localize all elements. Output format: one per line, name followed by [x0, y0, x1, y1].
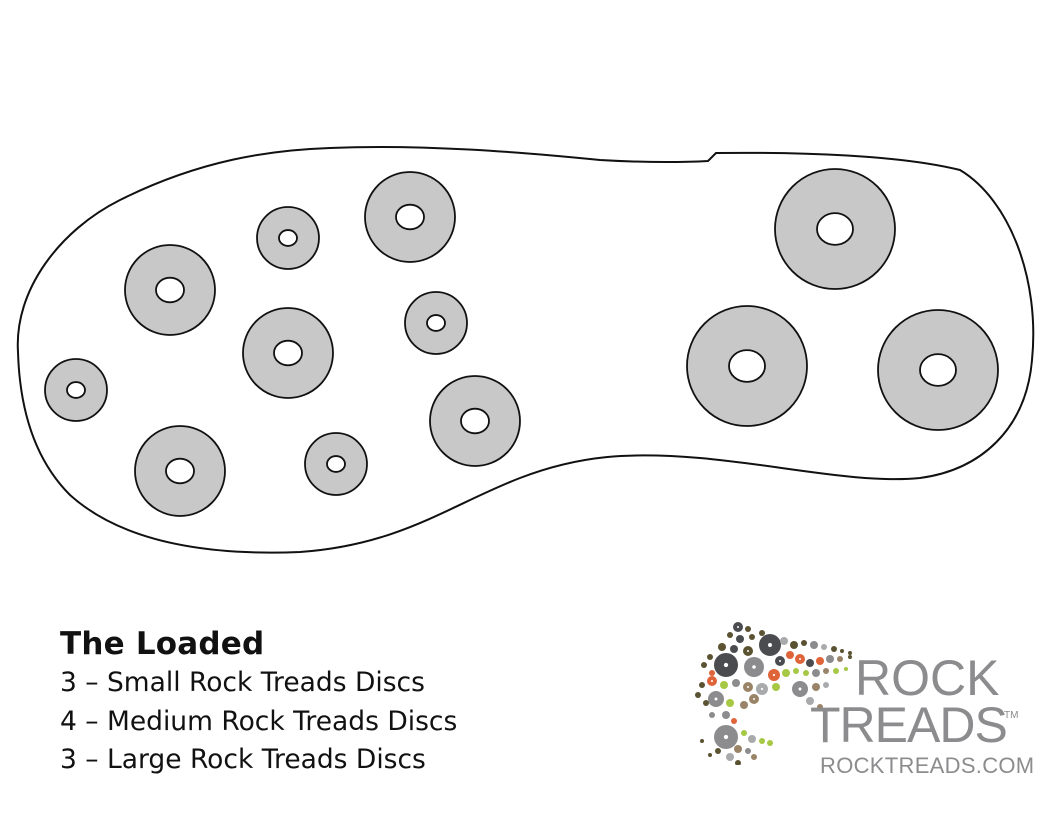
logo-dot [817, 704, 823, 710]
logo-dot [803, 670, 809, 676]
logo-dot [767, 740, 773, 746]
logo-dot [709, 670, 715, 676]
disc-medium [124, 244, 216, 336]
caption-title: The Loaded [60, 626, 265, 662]
logo-dot [837, 656, 843, 662]
logo-dot [790, 641, 798, 649]
caption-block: The Loaded 3 – Small Rock Treads Discs 4… [60, 624, 457, 780]
disc-medium [364, 171, 456, 263]
logo-dot [695, 692, 701, 698]
disc-large [774, 168, 896, 290]
logo-dot [726, 753, 734, 761]
logo-dot [734, 745, 742, 753]
logo-dot [806, 697, 814, 705]
logo-dot [793, 668, 799, 674]
logo-dot [823, 682, 829, 688]
logo-dot [700, 739, 704, 743]
logo-dot [759, 630, 765, 636]
logo-dot [735, 760, 741, 765]
logo-dot [730, 645, 738, 653]
logo-dot [745, 748, 751, 754]
logo-dot [826, 655, 834, 663]
disc-medium [242, 307, 334, 399]
logo-dot [751, 754, 757, 760]
logo-dot [740, 701, 748, 709]
logo-word-treads: TREADS [810, 697, 1008, 753]
caption-line-large: 3 – Large Rock Treads Discs [60, 744, 426, 775]
logo-trademark: TM [1004, 710, 1019, 721]
logo-dot [806, 659, 814, 667]
logo-dot [722, 711, 730, 719]
logo-dot [709, 712, 715, 718]
logo-dot [707, 654, 713, 660]
logo-url: ROCKTREADS.COM [820, 755, 1034, 777]
logo-dot [726, 699, 734, 707]
logo-dot [844, 667, 848, 671]
logo-dot [699, 682, 705, 688]
disc-large [877, 309, 999, 431]
logo-dot [780, 637, 788, 645]
logo-dot [823, 668, 829, 674]
trout-made-of-discs-icon [695, 622, 852, 765]
logo-dot [732, 679, 740, 687]
logo-dot [718, 643, 726, 651]
disc-large [686, 305, 808, 427]
shoe-sole-diagram [16, 145, 1035, 554]
logo-dot [821, 644, 827, 650]
logo-dot [782, 669, 790, 677]
logo-dot [727, 632, 733, 638]
logo-dot [748, 735, 756, 743]
logo-dot [759, 738, 765, 744]
disc-group [44, 168, 999, 517]
logo-dot [703, 700, 709, 706]
logo-dot [745, 626, 751, 632]
logo-url-text: ROCKTREADS.COM [820, 753, 1035, 778]
logo-dot [741, 730, 747, 736]
logo-dot [731, 718, 737, 724]
disc-medium [134, 425, 226, 517]
logo-dot [736, 635, 744, 643]
logo-dot [812, 683, 820, 691]
logo-dot [810, 641, 818, 649]
logo-dot [708, 753, 712, 757]
logo-dot [848, 651, 852, 655]
logo-word-rock: ROCK [855, 650, 1000, 706]
disc-small [304, 432, 368, 496]
logo-dot [812, 669, 820, 677]
logo-dot [701, 662, 707, 668]
logo-dot [816, 657, 824, 665]
logo-dot [772, 683, 780, 691]
logo-dot [720, 681, 728, 689]
logo-dot [848, 655, 852, 659]
logo-dot [786, 651, 794, 659]
disc-small [44, 358, 108, 422]
disc-medium [429, 375, 521, 467]
disc-small [256, 206, 320, 270]
logo-dot [715, 748, 721, 754]
caption-line-medium: 4 – Medium Rock Treads Discs [60, 705, 458, 737]
logo-dot [833, 668, 839, 674]
logo-dot [801, 640, 807, 646]
caption-line-small: 3 – Small Rock Treads Discs [60, 667, 425, 698]
logo-dot [840, 649, 844, 653]
rock-treads-logo: ROCK TREADS TM ROCKTREADS.COM [690, 615, 1040, 785]
disc-small [404, 291, 468, 355]
logo-dot [749, 634, 755, 640]
logo-dot [831, 646, 837, 652]
